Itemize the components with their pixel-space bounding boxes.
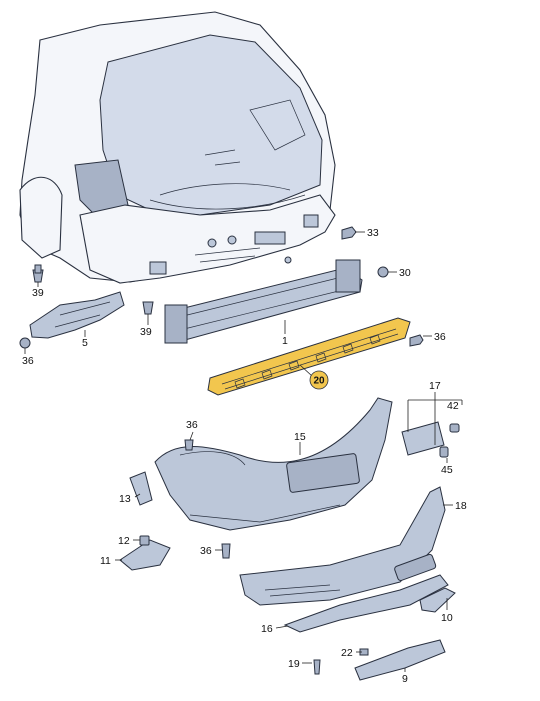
leader-lines <box>24 231 463 672</box>
diffuser <box>239 486 446 606</box>
panel-hole-left <box>149 261 167 275</box>
callout-19: 19 <box>288 658 300 670</box>
lower-spoiler <box>283 574 449 633</box>
callout-36-lower: 36 <box>200 545 212 557</box>
callout-1: 1 <box>282 335 288 347</box>
callout-36-right: 36 <box>434 331 446 343</box>
callout-42: 42 <box>447 400 459 412</box>
mount-bracket-11 <box>119 535 171 571</box>
callout-36-left: 36 <box>22 355 34 367</box>
bumper-cover <box>154 397 393 531</box>
callout-16: 16 <box>261 623 273 635</box>
callouts: 33 30 39 36 5 39 1 36 20 17 42 36 15 45 … <box>22 227 467 685</box>
callout-9: 9 <box>402 673 408 685</box>
panel-plate <box>254 231 286 245</box>
panel-hole-right <box>303 214 319 228</box>
callout-17: 17 <box>429 380 441 392</box>
rear-window-opening <box>99 34 323 216</box>
callout-10: 10 <box>441 612 453 624</box>
callout-11: 11 <box>100 555 111 567</box>
callout-22: 22 <box>341 647 353 659</box>
side-guide-13 <box>129 471 153 506</box>
callout-39-center: 39 <box>140 326 152 338</box>
trim-piece-9 <box>354 639 446 681</box>
callout-15: 15 <box>294 431 306 443</box>
wheel-arch <box>19 176 63 259</box>
bumper-reinforcement <box>164 259 363 344</box>
callout-45: 45 <box>441 464 453 476</box>
energy-absorber-highlighted <box>207 317 411 396</box>
callout-12: 12 <box>118 535 130 547</box>
rear-panel <box>79 194 336 284</box>
side-bracket <box>29 291 125 339</box>
callout-20: 20 <box>313 376 325 387</box>
callout-5: 5 <box>82 337 88 349</box>
car-rear-body <box>19 11 336 284</box>
plate-bracket <box>401 421 460 458</box>
callout-36-upper: 36 <box>186 419 198 431</box>
trim-panel-10 <box>419 587 456 613</box>
callout-20-badge <box>309 370 329 390</box>
callout-18: 18 <box>455 500 467 512</box>
callout-30: 30 <box>399 267 411 279</box>
callout-13: 13 <box>119 493 131 505</box>
callout-33: 33 <box>367 227 379 239</box>
callout-39-left: 39 <box>32 287 44 299</box>
